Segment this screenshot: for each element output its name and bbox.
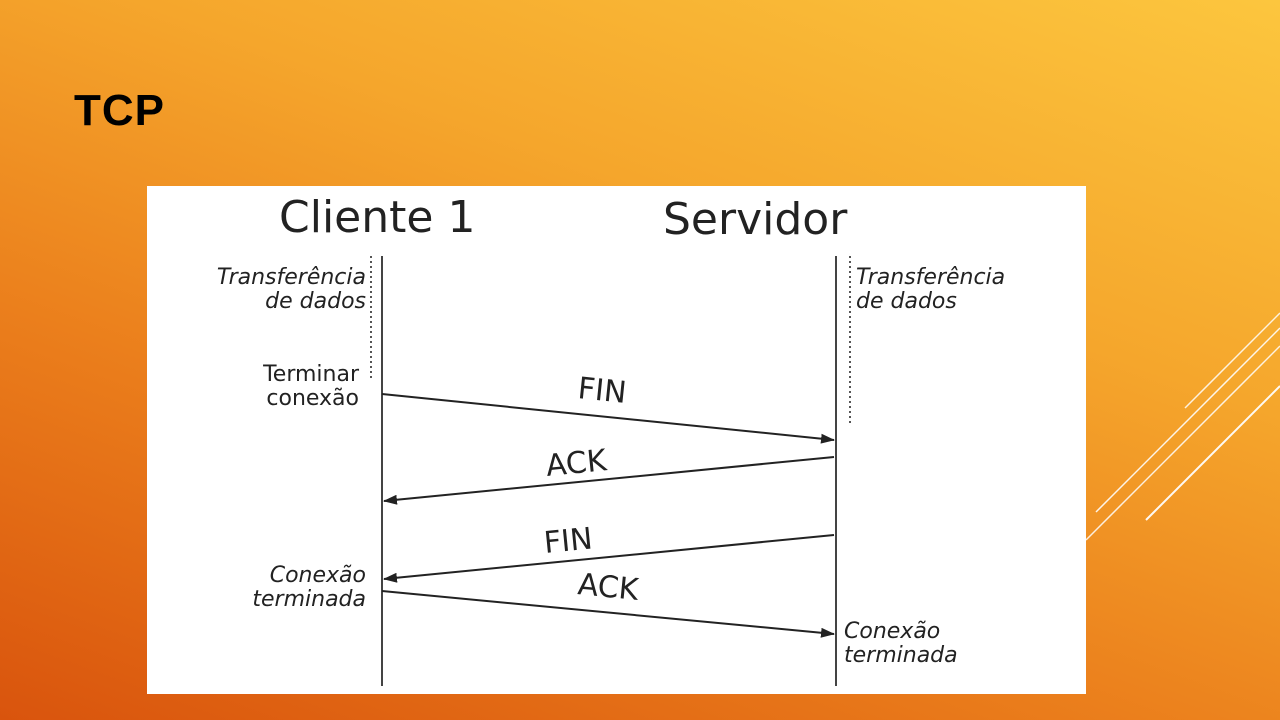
client-state-data-transfer-line2: de dados [265,289,366,314]
message-arrow-ack-1 [383,456,835,505]
slide-title: TCP [74,86,165,135]
server-state-closed-line1: Conexão [844,619,940,644]
message-label-fin-2: FIN [542,521,594,561]
client-state-closed-line1: Conexão [270,563,366,588]
tcp-termination-diagram: Cliente 1 Servidor Transferência de dado… [147,186,1086,694]
server-state-closed-line2: terminada [844,643,958,668]
message-label-fin-1: FIN [576,371,628,411]
client-header: Cliente 1 [279,192,475,243]
server-state-data-transfer-line1: Transferência [856,265,1005,290]
client-action-close-line2: conexão [266,386,359,411]
client-state-closed-line2: terminada [252,587,366,612]
message-arrow-fin-2 [383,534,835,583]
server-header: Servidor [663,194,848,245]
message-arrow-fin-1 [381,393,835,444]
message-label-ack-1: ACK [544,443,609,484]
sequence-diagram-svg: Cliente 1 Servidor Transferência de dado… [217,192,1005,686]
message-label-ack-2: ACK [576,567,641,608]
client-state-data-transfer-line1: Transferência [217,265,366,290]
message-arrow-ack-2 [381,590,835,638]
server-state-data-transfer-line2: de dados [856,289,957,314]
client-action-close-line1: Terminar [262,362,360,387]
